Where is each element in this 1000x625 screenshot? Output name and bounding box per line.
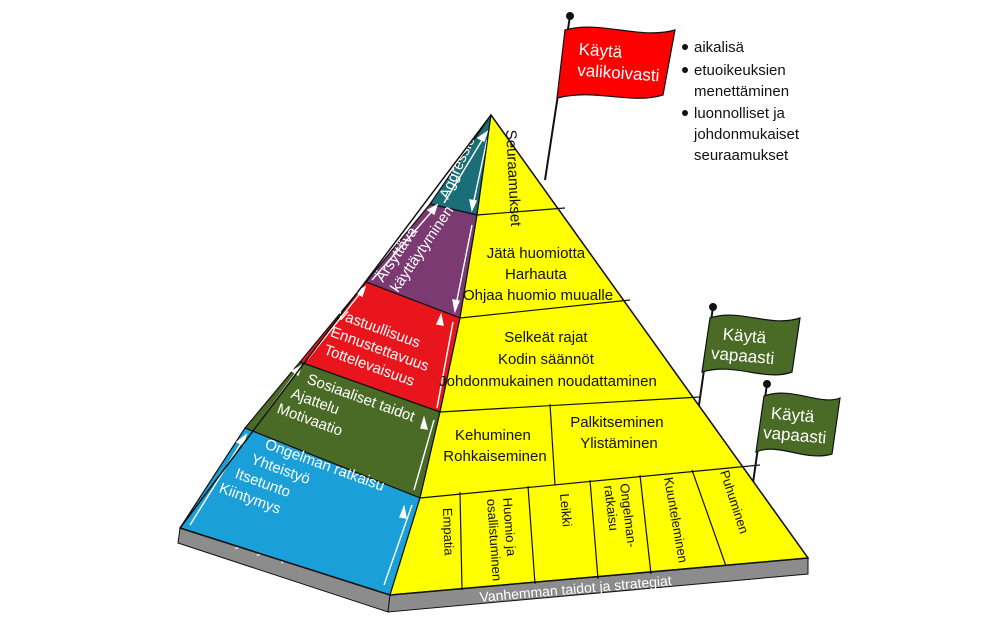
arrow-aggressio-left [443,136,485,204]
note-1: aikalisä [694,39,745,56]
right-level-3-text: Selkeät rajat Kodin säännöt Johdonmukain… [439,329,657,390]
right-level-2-line-2: Harhauta [505,266,567,283]
note-bullet-2 [682,67,688,73]
arrow-arsyttava-right [455,224,473,306]
right-cell-divider-3 [589,479,599,580]
right-divider-1 [476,207,566,216]
arrow-aggressio-right-head [469,199,478,213]
consequence-notes: aikalisä etuoikeuksien menettäminen luon… [682,39,803,164]
note-2: etuoikeuksien menettäminen [694,62,790,100]
arrow-ongelman-right-head [399,504,407,519]
right-divider-3 [439,396,701,413]
right-level-2-line-1: Jätä huomiotta [487,245,586,262]
right-level-4-left-line-2: Rohkaiseminen [443,448,546,465]
right-level-2-text: Jätä huomiotta Harhauta Ohjaa huomio muu… [463,245,613,304]
right-cell-divider-4 [639,474,652,575]
arrow-arsyttava-left [371,208,435,281]
cell-3-text: Leikki [557,493,575,528]
right-divider-level4 [549,403,556,486]
flag-green-2: Käytä vapaasti [751,380,841,491]
cell-1-text: Empatia [440,508,457,557]
right-level-3-line-1: Selkeät rajat [504,329,588,346]
note-bullet-3 [682,110,688,116]
right-level-2-line-3: Ohjaa huomio muualle [463,287,613,304]
right-level-3-line-3: Johdonmukainen noudattaminen [439,373,657,390]
right-face: Seuraamukset Jätä huomiotta Harhauta Ohj… [389,113,810,596]
note-bullet-1 [682,44,688,50]
right-divider-2 [459,299,631,319]
arrow-arsyttava-left-head [426,203,439,216]
flag-green-1-line-1: Käytä [722,325,768,348]
flag-green-1: Käytä vapaasti [697,303,801,413]
right-cell-divider-1 [459,491,463,591]
note-2-line-2: menettäminen [694,83,789,100]
flag-red: Käytä valikoivasti [544,12,676,181]
right-level-4-right-line-1: Palkitseminen [570,414,663,431]
arrow-arsyttava-right-head [452,299,460,314]
flag-green-1-pole-knob [709,303,717,311]
right-level-4-left-text: Kehuminen Rohkaiseminen [443,427,546,465]
arrow-ongelman-right [383,504,413,586]
cell-1-line-1: Empatia [440,508,457,557]
right-cell-divider-2 [527,485,536,585]
flag-red-line-1: Käytä [578,40,623,62]
note-2-line-1: etuoikeuksien [694,62,786,79]
note-3-line-1: luonnolliset ja [694,105,786,122]
flag-green-2-line-1: Käytä [770,404,816,427]
right-cell-divider-5 [691,469,727,567]
cell-3-line-1: Leikki [557,493,575,528]
flag-red-cloth [556,26,676,99]
note-3-line-3: seuraamukset [694,147,789,164]
flag-green-1-cloth [701,314,801,376]
cell-2-line-2: osallistuminen [484,498,505,581]
note-3-line-2: johdonmukaiset [693,126,800,143]
cell-4-line-2: ratkaisu [601,484,621,531]
arrow-vastuullisuus-left [306,290,363,361]
arrow-vastuullisuus-right [436,321,454,409]
flag-green-2-cloth [755,392,841,457]
note-3: luonnolliset ja johdonmukaiset seuraamuk… [693,105,803,164]
cell-2-line-1: Huomio ja [500,497,519,557]
right-level-4-right-line-2: Ylistäminen [580,435,658,452]
arrow-vastuullisuus-right-head [435,312,444,326]
arrow-ongelman-left [189,439,244,526]
flag-red-pole-knob [566,12,574,20]
arrow-aggressio-left-head [476,130,489,142]
flag-green-2-pole-knob [763,380,771,388]
note-1-line-1: aikalisä [694,39,745,56]
right-level-4-right-text: Palkitseminen Ylistäminen [570,414,668,452]
pyramid-outline [179,113,810,596]
cell-2-text: Huomio ja osallistuminen [484,497,521,581]
right-face-dividers [419,207,761,591]
arrow-aggressio-right [472,139,488,206]
arrow-sosiaaliset-right [413,419,435,491]
right-level-3-line-2: Kodin säännöt [498,351,595,368]
right-level-4-left-line-1: Kehuminen [455,427,531,444]
arrow-sosiaaliset-right-head [420,415,428,430]
